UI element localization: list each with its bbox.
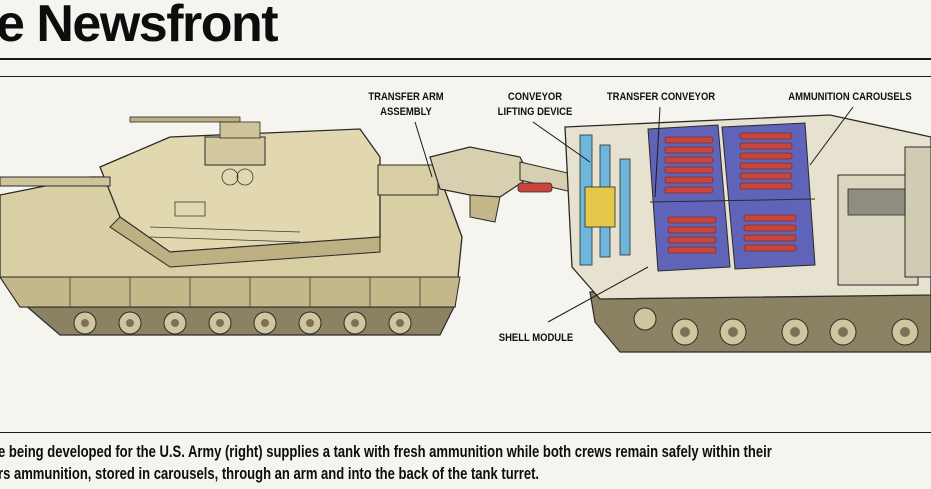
headline: e Newsfront <box>0 0 279 53</box>
figure-bottom-rule <box>0 432 931 433</box>
callout-transfer-arm: TRANSFER ARM ASSEMBLY <box>363 90 449 120</box>
tank-illustration <box>0 116 463 336</box>
caption-line-1: e being developed for the U.S. Army (rig… <box>0 443 772 461</box>
figure-top-rule <box>0 76 931 77</box>
caption-line-2: rs ammunition, stored in carousels, thro… <box>0 465 540 483</box>
ammo-carrier-illustration <box>564 114 931 353</box>
vehicle-illustration <box>0 106 931 353</box>
callout-shell-module: SHELL MODULE <box>498 332 574 344</box>
callout-ammunition-carousels: AMMUNITION CAROUSELS <box>788 91 912 103</box>
callout-transfer-arm-line2: ASSEMBLY <box>380 106 432 118</box>
callout-conveyor-lifting: CONVEYOR LIFTING DEVICE <box>488 90 583 120</box>
callout-transfer-arm-line1: TRANSFER ARM <box>368 91 444 103</box>
callout-transfer-conveyor: TRANSFER CONVEYOR <box>606 91 716 103</box>
transfer-arm-illustration <box>429 146 586 223</box>
callout-conveyor-line1: CONVEYOR <box>507 91 563 103</box>
headline-rule <box>0 58 931 60</box>
callout-conveyor-line2: LIFTING DEVICE <box>497 106 573 118</box>
